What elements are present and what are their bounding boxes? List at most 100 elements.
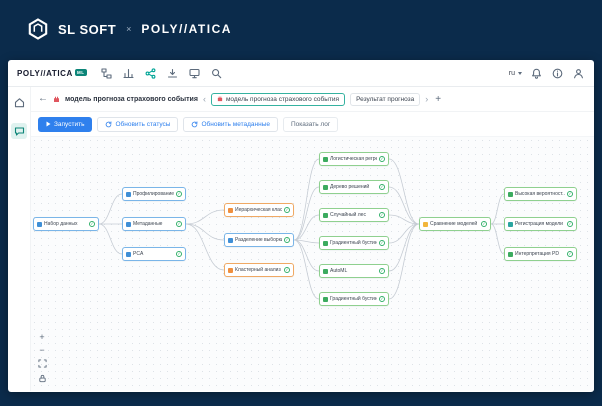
app-logo-text: POLY//ATICA <box>17 68 73 78</box>
node-label: Регистрация модели <box>515 221 563 227</box>
app-logo-ml-badge: ML <box>74 68 87 76</box>
node-label: AutoML <box>330 268 348 274</box>
status-check-icon: ✓ <box>379 156 385 162</box>
graph-node-metadata[interactable]: Метаданные✓ <box>122 217 186 231</box>
app-logo[interactable]: POLY//ATICA ML <box>17 68 87 78</box>
graph-node-tree[interactable]: Дерево решений✓ <box>319 180 389 194</box>
header-right: ru <box>509 67 585 80</box>
graph-node-profiling[interactable]: Профилирование✓ <box>122 187 186 201</box>
node-label: PCA <box>133 251 144 257</box>
model-red-icon <box>53 90 60 108</box>
brand-separator: × <box>126 24 132 34</box>
status-check-icon: ✓ <box>176 191 182 197</box>
node-label: Иерархическая класт... <box>235 207 282 213</box>
model-icon <box>323 240 328 246</box>
connections-icon[interactable] <box>144 67 157 80</box>
refresh-metadata-button[interactable]: Обновить метаданные <box>183 116 278 132</box>
model-icon <box>323 268 328 274</box>
notifications-bell-icon[interactable] <box>530 67 543 80</box>
graph-node-logreg[interactable]: Логистическая регре...✓ <box>319 152 389 166</box>
fit-view-button[interactable] <box>37 359 47 369</box>
pipeline-canvas[interactable]: + − Набор данных✓Профилирование✓Метаданн… <box>31 137 594 391</box>
chevron-down-icon <box>518 71 522 75</box>
node-label: Сравнение моделей <box>430 221 478 227</box>
slsoft-logo-icon <box>27 18 49 40</box>
graph-node-highprob[interactable]: Высокая вероятност...✓ <box>504 187 577 201</box>
node-label: Профилирование <box>133 191 174 197</box>
graph-node-boost1[interactable]: Градиентный бустин...✓ <box>319 236 389 250</box>
app-header: POLY//ATICA ML <box>8 60 594 87</box>
zoom-out-button[interactable]: − <box>39 345 45 355</box>
show-log-button[interactable]: Показать лог <box>282 116 339 132</box>
run-button[interactable]: Запустить <box>38 116 93 132</box>
pipeline-icon[interactable] <box>100 67 113 80</box>
graph-node-interpret[interactable]: Интерпретация PD ✓ <box>504 247 577 261</box>
run-button-label: Запустить <box>54 120 85 128</box>
info-icon[interactable] <box>551 67 564 80</box>
clustering-icon <box>228 267 233 273</box>
status-check-icon: ✓ <box>379 296 385 302</box>
refresh-icon <box>106 120 112 127</box>
search-icon[interactable] <box>210 67 223 80</box>
node-label: Набор данных <box>44 221 78 227</box>
graph-node-forest[interactable]: Случайный лес✓ <box>319 208 389 222</box>
bar-chart-icon[interactable] <box>122 67 135 80</box>
graph-node-kmeans[interactable]: Кластерный анализ k...✓ <box>224 263 294 277</box>
node-label: Логистическая регре... <box>330 156 377 162</box>
model-icon <box>323 296 328 302</box>
play-icon <box>46 121 51 127</box>
tabs-scroll-right-button[interactable]: › <box>425 93 429 104</box>
tab-forecast-result-label: Результат прогноза <box>356 95 415 103</box>
app-main: ← модель прогноза страхового события ‹ м… <box>8 87 594 391</box>
status-check-icon: ✓ <box>89 221 95 227</box>
monitor-icon[interactable] <box>188 67 201 80</box>
split-icon <box>228 237 233 243</box>
node-label: Интерпретация PD <box>515 251 559 257</box>
graph-node-automl[interactable]: AutoML✓ <box>319 264 389 278</box>
graph-node-compare[interactable]: Сравнение моделей✓ <box>419 217 491 231</box>
graph-node-pca[interactable]: PCA ✓ <box>122 247 186 261</box>
metadata-icon <box>126 221 131 227</box>
mini-sidebar <box>8 87 31 391</box>
zoom-controls: + − <box>37 333 47 384</box>
status-check-icon: ✓ <box>379 240 385 246</box>
language-selector[interactable]: ru <box>509 70 522 77</box>
refresh-icon <box>192 120 198 127</box>
sidebar-comments-button[interactable] <box>11 123 27 139</box>
node-label: Метаданные <box>133 221 163 227</box>
status-check-icon: ✓ <box>379 184 385 190</box>
sidebar-home-button[interactable] <box>11 94 27 110</box>
node-label: Разделение выборки <box>235 237 282 243</box>
graph-node-split[interactable]: Разделение выборки✓ <box>224 233 294 247</box>
node-label: Случайный лес <box>330 212 366 218</box>
tabs-scroll-left-button[interactable]: ‹ <box>202 93 206 104</box>
user-icon[interactable] <box>572 67 585 80</box>
graph-node-dataset[interactable]: Набор данных ✓ <box>33 217 99 231</box>
edges-svg <box>98 158 505 300</box>
top-brand-bar: SL SOFT × POLY//ATICA <box>0 0 602 58</box>
status-check-icon: ✓ <box>176 251 182 257</box>
node-label: Высокая вероятност... <box>515 191 565 197</box>
graph-node-register[interactable]: Регистрация модели✓ <box>504 217 577 231</box>
page-title: модель прогноза страхового события <box>65 95 198 103</box>
refresh-statuses-button[interactable]: Обновить статусы <box>97 116 179 132</box>
add-tab-button[interactable]: + <box>435 93 442 105</box>
tab-forecast-result[interactable]: Результат прогноза <box>350 92 421 106</box>
zoom-in-button[interactable]: + <box>39 332 45 342</box>
back-button[interactable]: ← <box>38 93 48 104</box>
lock-button[interactable] <box>37 374 47 384</box>
show-log-label: Показать лог <box>290 120 331 128</box>
brand-slsoft-text: SL SOFT <box>58 21 117 37</box>
graph-node-boost2[interactable]: Градиентный бустин...✓ <box>319 292 389 306</box>
download-icon[interactable] <box>166 67 179 80</box>
refresh-statuses-label: Обновить статусы <box>115 120 171 128</box>
status-check-icon: ✓ <box>567 251 573 257</box>
tab-model[interactable]: модель прогноза страхового события <box>210 92 346 106</box>
node-label: Кластерный анализ k... <box>235 267 282 273</box>
register-icon <box>508 221 513 227</box>
clustering-icon <box>228 207 233 213</box>
tab-model-label: модель прогноза страхового события <box>225 95 340 103</box>
status-check-icon: ✓ <box>481 221 487 227</box>
graph-node-hierarchical[interactable]: Иерархическая класт...✓ <box>224 203 294 217</box>
